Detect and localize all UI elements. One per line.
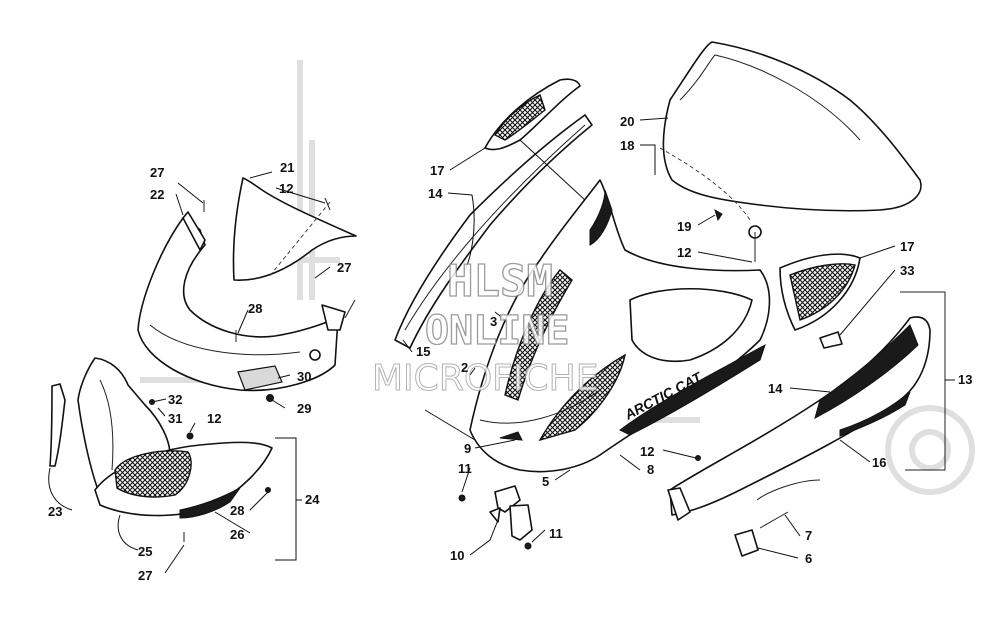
leader-lines bbox=[48, 117, 955, 574]
right-hood-assembly bbox=[667, 253, 946, 557]
callout-25: 25 bbox=[138, 544, 152, 559]
callout-3: 3 bbox=[490, 314, 497, 329]
upper-trim-left bbox=[394, 114, 593, 349]
center-hood-assembly: ARCTIC CAT bbox=[394, 41, 922, 550]
callout-9: 9 bbox=[464, 441, 471, 456]
bracket-30 bbox=[237, 365, 283, 391]
callout-30: 30 bbox=[297, 369, 311, 384]
callout-18: 18 bbox=[620, 138, 634, 153]
callout-21: 21 bbox=[280, 160, 294, 175]
callout-27: 27 bbox=[150, 165, 164, 180]
callout-32: 32 bbox=[168, 392, 182, 407]
callout-13: 13 bbox=[958, 372, 972, 387]
callout-15: 15 bbox=[416, 344, 430, 359]
callout-10: 10 bbox=[450, 548, 464, 563]
callout-24: 24 bbox=[305, 492, 320, 507]
callout-29: 29 bbox=[297, 401, 311, 416]
windshield-main bbox=[662, 41, 922, 212]
callout-12: 12 bbox=[279, 181, 293, 196]
callout-8: 8 bbox=[647, 462, 654, 477]
callout-5: 5 bbox=[542, 474, 549, 489]
callout-26: 26 bbox=[230, 527, 244, 542]
callout-31: 31 bbox=[168, 411, 182, 426]
side-panel-right bbox=[669, 316, 931, 516]
callout-12: 12 bbox=[207, 411, 221, 426]
callout-17: 17 bbox=[900, 239, 914, 254]
watermark-line1: HLSM bbox=[447, 256, 553, 307]
callout-11: 11 bbox=[549, 526, 563, 541]
callout-7: 7 bbox=[805, 528, 812, 543]
callout-27: 27 bbox=[138, 568, 152, 583]
windshield-left bbox=[232, 177, 357, 281]
callout-12: 12 bbox=[677, 245, 691, 260]
watermark-line3: MICROFICHE bbox=[372, 358, 598, 399]
bracket-6 bbox=[734, 529, 759, 557]
callout-23: 23 bbox=[48, 504, 62, 519]
callout-14: 14 bbox=[768, 381, 783, 396]
left-hood-assembly bbox=[49, 177, 357, 542]
side-strip-left bbox=[49, 383, 66, 467]
main-hood bbox=[469, 179, 771, 473]
callout-28: 28 bbox=[248, 301, 262, 316]
watermark-line2: ONLINE bbox=[425, 308, 570, 354]
watermark: HLSM ONLINE MICROFICHE bbox=[372, 255, 599, 399]
callout-12: 12 bbox=[640, 444, 654, 459]
callout-16: 16 bbox=[872, 455, 886, 470]
callout-20: 20 bbox=[620, 114, 634, 129]
callout-19: 19 bbox=[677, 219, 691, 234]
callout-14: 14 bbox=[428, 186, 443, 201]
callout-11: 11 bbox=[458, 461, 472, 476]
callout-2: 2 bbox=[461, 360, 468, 375]
callout-6: 6 bbox=[805, 551, 812, 566]
callout-27: 27 bbox=[337, 260, 351, 275]
callout-33: 33 bbox=[900, 263, 914, 278]
callout-28: 28 bbox=[230, 503, 244, 518]
callout-labels: 21 27 12 22 27 28 30 29 32 31 12 24 23 2… bbox=[48, 114, 972, 583]
callout-17: 17 bbox=[430, 163, 444, 178]
callout-22: 22 bbox=[150, 187, 164, 202]
